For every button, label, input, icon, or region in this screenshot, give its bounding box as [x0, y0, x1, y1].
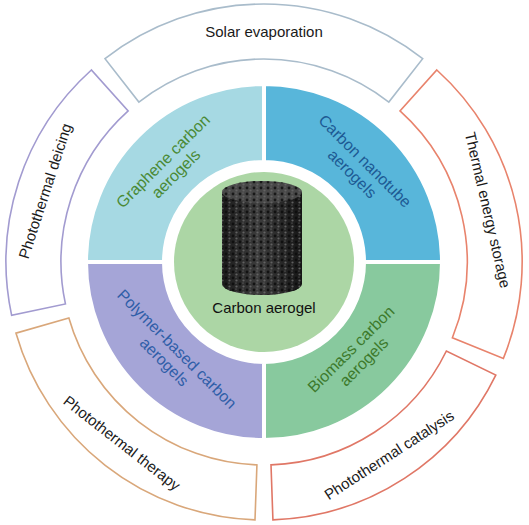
center-disc — [174, 172, 354, 352]
band-label: Solar evaporation — [205, 23, 323, 40]
aerogel-top-texture — [222, 181, 302, 203]
center-label: Carbon aerogel — [212, 299, 315, 316]
aerogel-body — [222, 192, 302, 295]
aerogel-top — [222, 181, 302, 203]
aerogel-texture — [222, 192, 302, 295]
